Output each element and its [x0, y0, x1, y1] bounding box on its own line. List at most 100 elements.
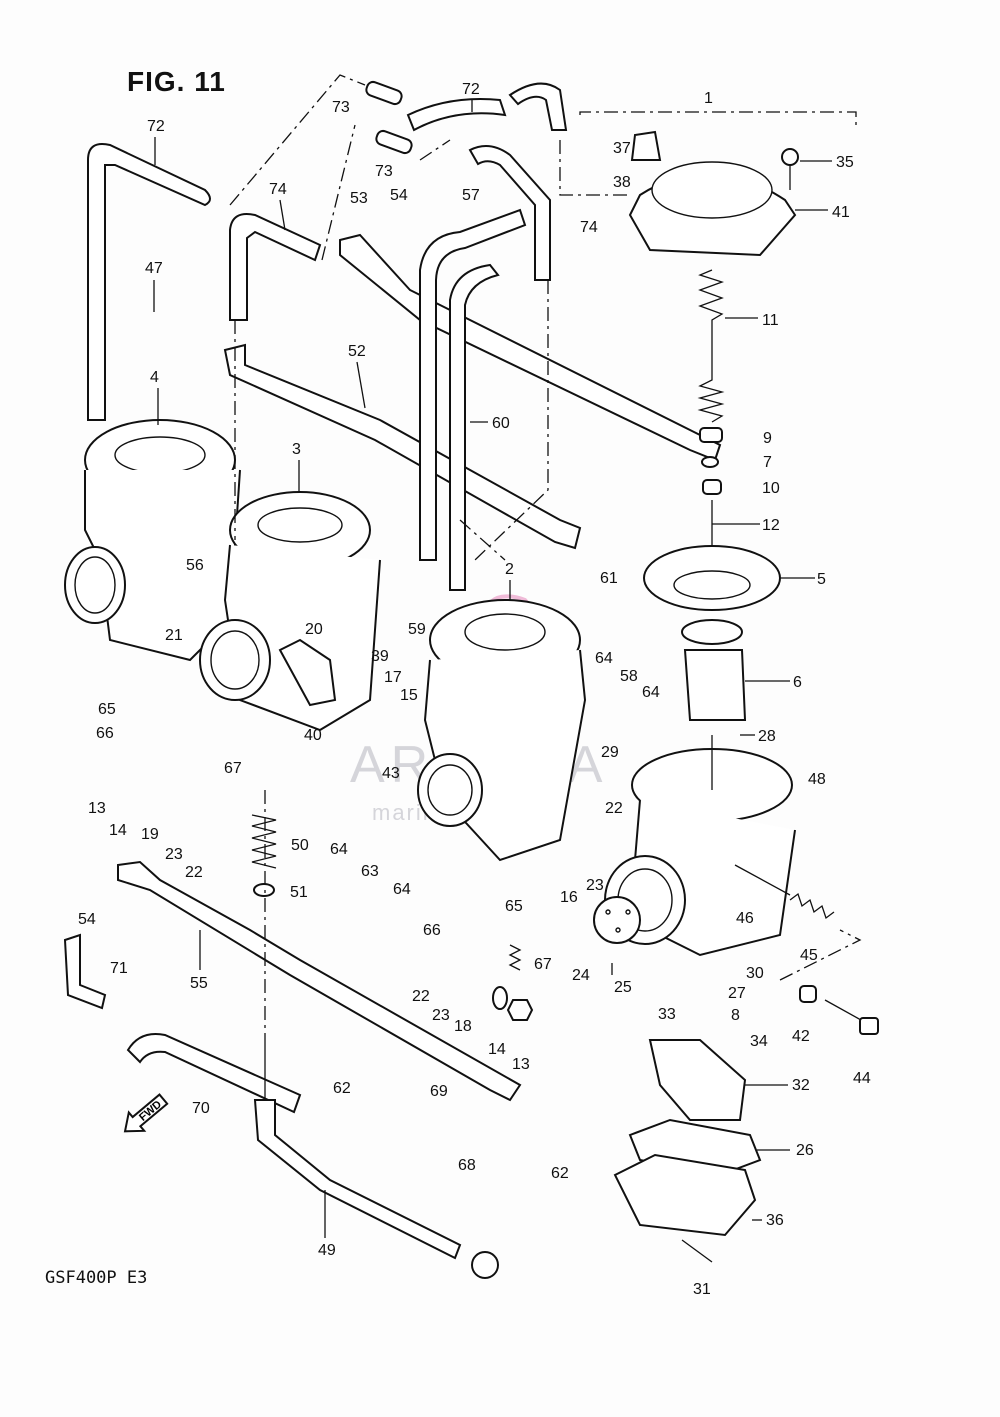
carburetor-4 [64, 419, 241, 662]
callout-part-73: 73 [332, 99, 350, 116]
float-bowl [613, 1153, 757, 1237]
callout-part-22: 22 [185, 864, 203, 881]
callout-part-22: 22 [412, 988, 430, 1005]
callout-part-64: 64 [642, 684, 660, 701]
callout-part-36: 36 [766, 1212, 784, 1229]
callout-part-27: 27 [728, 985, 746, 1002]
callout-part-56: 56 [186, 557, 204, 574]
callout-part-11: 11 [762, 312, 779, 329]
spacer-10 [702, 479, 722, 495]
callout-part-30: 30 [746, 965, 764, 982]
callout-part-69: 69 [430, 1083, 448, 1100]
fwd-arrow-icon: FWD [123, 1093, 169, 1133]
callout-part-40: 40 [304, 727, 322, 744]
callout-part-50: 50 [291, 837, 309, 854]
callout-part-53: 53 [350, 190, 368, 207]
callout-part-41: 41 [832, 204, 850, 221]
callout-part-21: 21 [165, 627, 183, 644]
washer-13-right [506, 999, 534, 1021]
callout-part-13: 13 [88, 800, 106, 817]
callout-part-31: 31 [693, 1281, 711, 1298]
callout-part-42: 42 [792, 1028, 810, 1045]
callout-part-2: 2 [505, 561, 514, 578]
callout-part-19: 19 [141, 826, 159, 843]
hose-72-right [508, 82, 568, 131]
callout-part-20: 20 [305, 621, 323, 638]
hose-72-top [406, 98, 507, 132]
callout-part-9: 9 [763, 430, 772, 447]
screw-45-assembly [734, 864, 835, 920]
callout-part-73: 73 [375, 163, 393, 180]
callout-part-25: 25 [614, 979, 632, 996]
callout-part-4: 4 [150, 369, 159, 386]
callout-part-22: 22 [605, 800, 623, 817]
callout-part-29: 29 [601, 744, 619, 761]
callout-part-38: 38 [613, 174, 631, 191]
diaphragm-5 [643, 545, 781, 611]
callout-part-55: 55 [190, 975, 208, 992]
callout-part-23: 23 [432, 1007, 450, 1024]
callout-part-14: 14 [488, 1041, 506, 1058]
screw-31 [681, 1239, 713, 1263]
joint-73-lower [375, 129, 413, 155]
callout-part-49: 49 [318, 1242, 336, 1259]
callout-part-43: 43 [382, 765, 400, 782]
callout-part-28: 28 [758, 728, 776, 745]
callout-part-72: 72 [147, 118, 165, 135]
callout-part-57: 57 [462, 187, 480, 204]
callout-part-62: 62 [551, 1165, 569, 1182]
cap-37 [630, 130, 662, 161]
callout-part-52: 52 [348, 343, 366, 360]
throttle-cable-49 [253, 1040, 499, 1279]
screw-35 [781, 148, 799, 190]
callout-part-64: 64 [330, 841, 348, 858]
fuel-tube-57 [419, 208, 527, 591]
callout-part-15: 15 [400, 687, 418, 704]
callout-part-24: 24 [572, 967, 590, 984]
callout-part-18: 18 [454, 1018, 472, 1035]
hose-74-right [468, 145, 551, 281]
callout-part-60: 60 [492, 415, 510, 432]
clip-7 [701, 456, 719, 468]
callout-part-10: 10 [762, 480, 780, 497]
spring-67-right [508, 944, 522, 971]
callout-part-51: 51 [290, 884, 308, 901]
callout-part-67: 67 [224, 760, 242, 777]
callout-part-16: 16 [560, 889, 578, 906]
model-code: GSF400P E3 [45, 1268, 148, 1288]
callout-part-44: 44 [853, 1070, 871, 1087]
callout-part-72: 72 [462, 81, 480, 98]
callout-part-48: 48 [808, 771, 826, 788]
callout-part-45: 45 [800, 947, 818, 964]
callout-part-63: 63 [361, 863, 379, 880]
bracket-53 [339, 233, 722, 462]
callout-part-54: 54 [390, 187, 408, 204]
callout-part-54: 54 [78, 911, 96, 928]
callout-part-34: 34 [750, 1033, 768, 1050]
hose-71 [63, 933, 107, 1010]
callout-part-64: 64 [595, 650, 613, 667]
callout-part-23: 23 [165, 846, 183, 863]
callout-part-37: 37 [613, 140, 631, 157]
callout-part-47: 47 [145, 260, 163, 277]
callout-part-64: 64 [393, 881, 411, 898]
figure-title: FIG. 11 [127, 66, 226, 97]
screw-44 [799, 985, 879, 1035]
seat-9 [699, 427, 723, 443]
callout-labels: 1 2 3 4 5 6 7 8 9 10 11 12 13 13 14 14 1… [78, 81, 871, 1298]
callout-part-74: 74 [580, 219, 598, 236]
callout-part-71: 71 [110, 960, 128, 977]
hose-70 [126, 1033, 302, 1114]
callout-part-39: 39 [371, 648, 389, 665]
callout-part-5: 5 [817, 571, 826, 588]
carburetor-top-cap-41 [628, 161, 797, 257]
callout-part-1: 1 [704, 90, 713, 107]
callout-part-65: 65 [98, 701, 116, 718]
callout-part-70: 70 [192, 1100, 210, 1117]
callout-part-14: 14 [109, 822, 127, 839]
callout-part-32: 32 [792, 1077, 810, 1094]
vent-hose-74-left [229, 213, 322, 321]
vent-hose-72-left [87, 143, 211, 421]
callout-part-12: 12 [762, 517, 780, 534]
